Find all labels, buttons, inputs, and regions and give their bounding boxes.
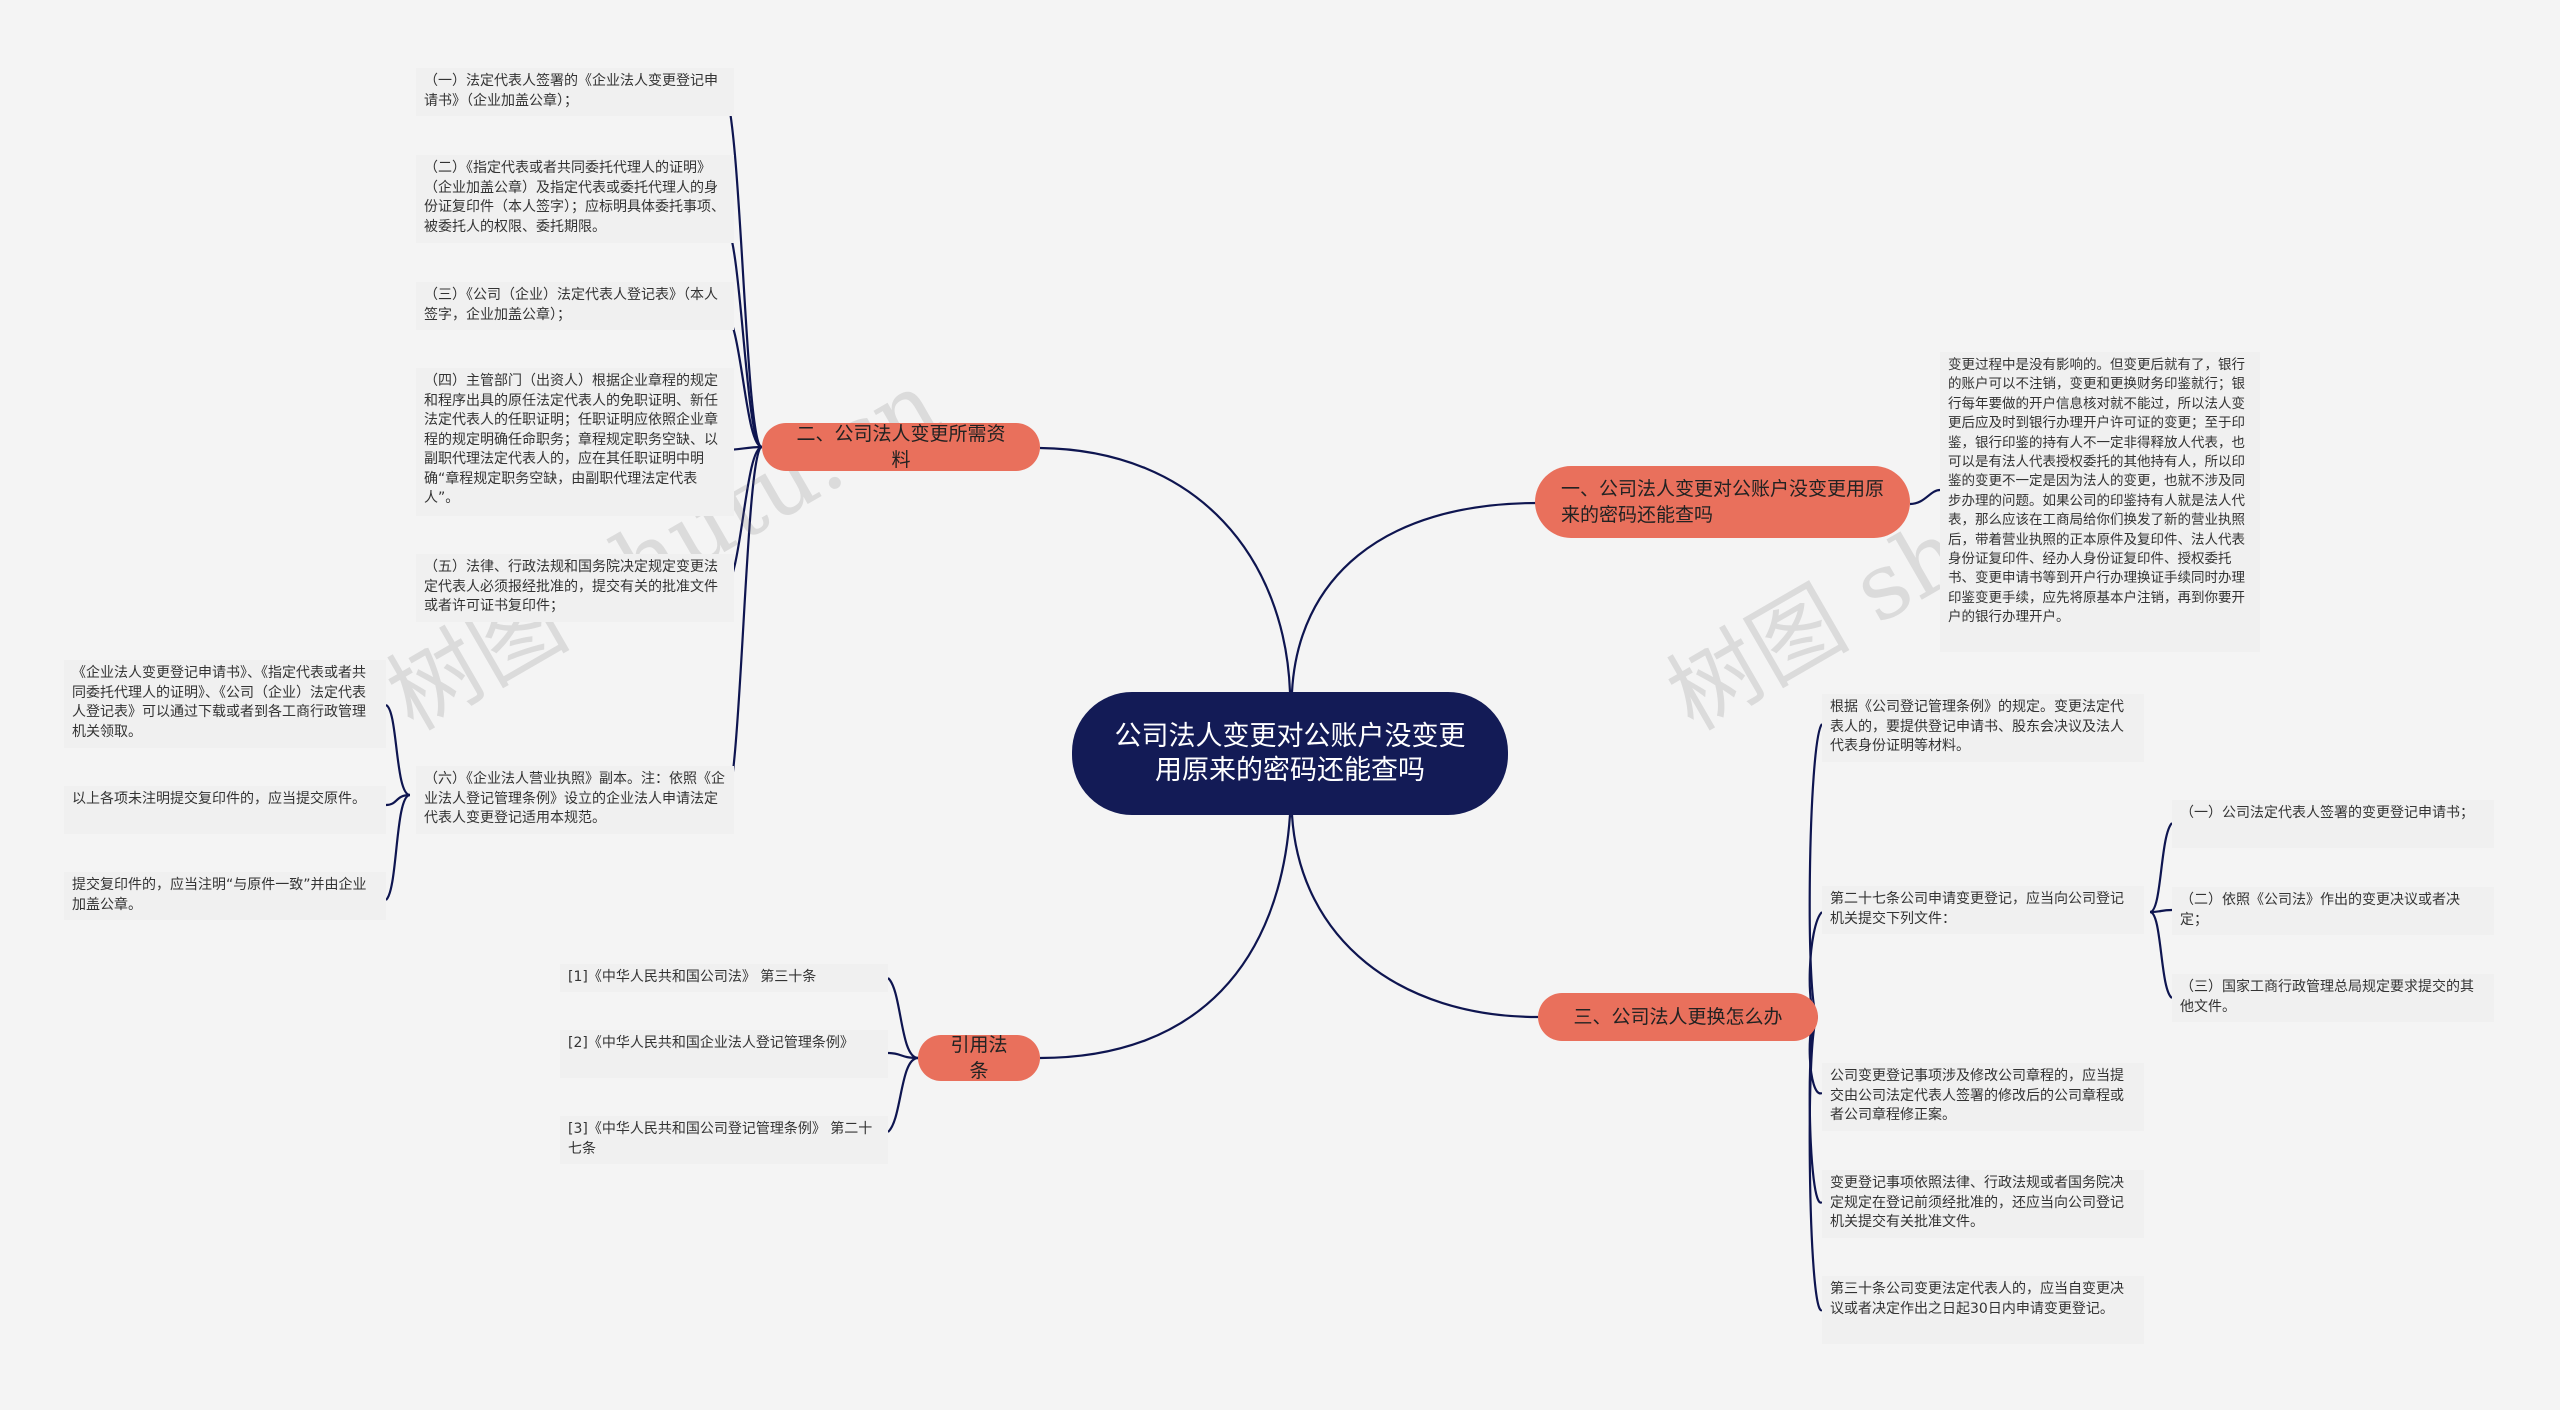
material-item-4: （四）主管部门（出资人）根据企业章程的规定和程序出具的原任法定代表人的免职证明、… — [416, 368, 734, 516]
how-item-1: 根据《公司登记管理条例》的规定。变更法定代表人的，要提供登记申请书、股东会决议及… — [1822, 694, 2144, 762]
material-subitem-3: 提交复印件的，应当注明“与原件一致”并由企业加盖公章。 — [64, 872, 386, 920]
branch-laws-label: 引用法条 — [950, 1034, 1008, 1082]
material-subitem-2: 以上各项未注明提交复印件的，应当提交原件。 — [64, 786, 386, 834]
material-item-5: （五）法律、行政法规和国务院决定规定变更法定代表人必须报经批准的，提交有关的批准… — [416, 554, 734, 622]
law-item-2: [2]《中华人民共和国企业法人登记管理条例》 — [560, 1030, 888, 1078]
branch-how[interactable]: 三、公司法人更换怎么办 — [1538, 993, 1818, 1041]
link-center-laws — [1039, 814, 1292, 1060]
branch-laws[interactable]: 引用法条 — [918, 1034, 1040, 1082]
how-subitem-1: （一）公司法定代表人签署的变更登记申请书； — [2172, 800, 2494, 848]
how-item-2: 第二十七条公司申请变更登记，应当向公司登记机关提交下列文件： — [1822, 886, 2144, 934]
branch-account-label: 一、公司法人变更对公账户没变更用原来的密码还能查吗 — [1561, 478, 1885, 526]
center-topic[interactable]: 公司法人变更对公账户没变更用原来的密码还能查吗 — [1072, 692, 1508, 815]
branch-how-label: 三、公司法人更换怎么办 — [1573, 1006, 1783, 1028]
link-center-account — [1290, 501, 1539, 693]
center-topic-label: 公司法人变更对公账户没变更用原来的密码还能查吗 — [1114, 720, 1466, 786]
branch-materials-label: 二、公司法人变更所需资料 — [796, 423, 1006, 471]
how-item-5: 第三十条公司变更法定代表人的，应当自变更决议或者决定作出之日起30日内申请变更登… — [1822, 1276, 2144, 1344]
material-item-3: （三）《公司（企业）法定代表人登记表》（本人签字，企业加盖公章）； — [416, 282, 734, 330]
branch-materials[interactable]: 二、公司法人变更所需资料 — [762, 423, 1040, 471]
how-item-3: 公司变更登记事项涉及修改公司章程的，应当提交由公司法定代表人签署的修改后的公司章… — [1822, 1063, 2144, 1131]
law-item-1: [1]《中华人民共和国公司法》 第三十条 — [560, 964, 888, 992]
account-answer: 变更过程中是没有影响的。但变更后就有了，银行的账户可以不注销，变更和更换财务印鉴… — [1940, 352, 2260, 652]
link-center-materials — [1039, 446, 1292, 693]
material-item-1: （一）法定代表人签署的《企业法人变更登记申请书》（企业加盖公章）； — [416, 68, 734, 116]
how-item-4: 变更登记事项依照法律、行政法规或者国务院决定规定在登记前须经批准的，还应当向公司… — [1822, 1170, 2144, 1238]
law-item-3: [3]《中华人民共和国公司登记管理条例》 第二十七条 — [560, 1116, 888, 1164]
material-item-6: （六）《企业法人营业执照》副本。注：依照《企业法人登记管理条例》设立的企业法人申… — [416, 766, 734, 834]
how-subitem-2: （二）依照《公司法》作出的变更决议或者决定； — [2172, 887, 2494, 935]
material-item-2: （二）《指定代表或者共同委托代理人的证明》（企业加盖公章）及指定代表或委托代理人… — [416, 155, 734, 243]
branch-account[interactable]: 一、公司法人变更对公账户没变更用原来的密码还能查吗 — [1535, 466, 1910, 538]
how-subitem-3: （三）国家工商行政管理总局规定要求提交的其他文件。 — [2172, 974, 2494, 1022]
link-center-how — [1290, 814, 1539, 1019]
material-subitem-1: 《企业法人变更登记申请书》、《指定代表或者共同委托代理人的证明》、《公司（企业）… — [64, 660, 386, 748]
